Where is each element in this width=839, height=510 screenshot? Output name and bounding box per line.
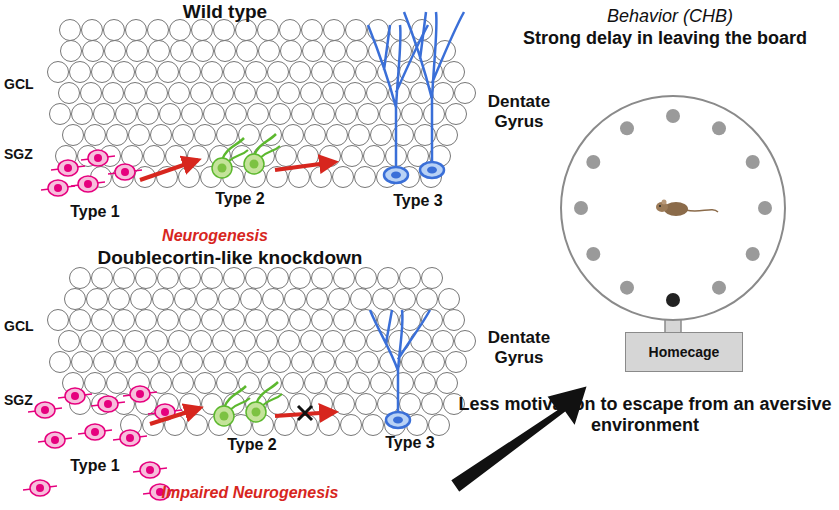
- type3-neuron: [370, 310, 430, 428]
- label: SGZ: [4, 392, 48, 408]
- type1-cell: [81, 150, 115, 166]
- granule-cells: [48, 20, 476, 436]
- type1-cell: [58, 388, 92, 404]
- homecage-box: Homecage: [625, 332, 743, 372]
- type1-cell: [41, 180, 75, 196]
- node-label: Homecage: [649, 344, 720, 360]
- type1-cell: [123, 386, 157, 402]
- type1-cell: [38, 432, 72, 448]
- type1-cell: [71, 176, 105, 192]
- differentiation-arrow: [140, 160, 198, 180]
- type2-cell: [214, 386, 250, 426]
- label: Type 1: [60, 457, 130, 475]
- type1-cell: [113, 430, 147, 446]
- label: Type 3: [370, 434, 450, 452]
- mouse: [656, 200, 718, 217]
- label: Type 1: [55, 203, 135, 221]
- type3-neuron: [404, 12, 464, 178]
- label: Wild type: [120, 1, 330, 23]
- blocked-mark: [298, 406, 312, 420]
- label: GCL: [4, 76, 48, 92]
- label: Strong delay in leaving the board: [495, 28, 835, 49]
- label: SGZ: [4, 146, 48, 162]
- type2-cell: [244, 134, 280, 174]
- label: Dentate Gyrus: [478, 92, 560, 131]
- type1-cell: [91, 396, 125, 412]
- type1-cell: [108, 164, 142, 180]
- label: Type 3: [378, 192, 458, 210]
- label: Impaired Neurogenesis: [140, 484, 360, 502]
- label: Neurogenesis: [140, 227, 290, 245]
- differentiation-arrow: [150, 408, 200, 424]
- type2-cell: [212, 138, 248, 178]
- differentiation-arrow: [275, 162, 335, 170]
- type1-cell: [78, 424, 112, 440]
- label: GCL: [4, 318, 48, 334]
- type3-neuron: [368, 25, 428, 183]
- hole-board: [561, 96, 785, 334]
- label: Dentate Gyrus: [478, 328, 560, 367]
- type1-cell: [28, 402, 62, 418]
- label: Doublecortin-like knockdown: [60, 247, 400, 269]
- label: Type 2: [200, 190, 280, 208]
- type1-cell: [51, 160, 85, 176]
- type1-cell: [133, 462, 167, 478]
- label: Behavior (CHB): [560, 6, 780, 27]
- type1-cell: [23, 480, 57, 496]
- label: Less motivation to escape from an aversi…: [455, 394, 835, 435]
- label: Type 2: [212, 436, 292, 454]
